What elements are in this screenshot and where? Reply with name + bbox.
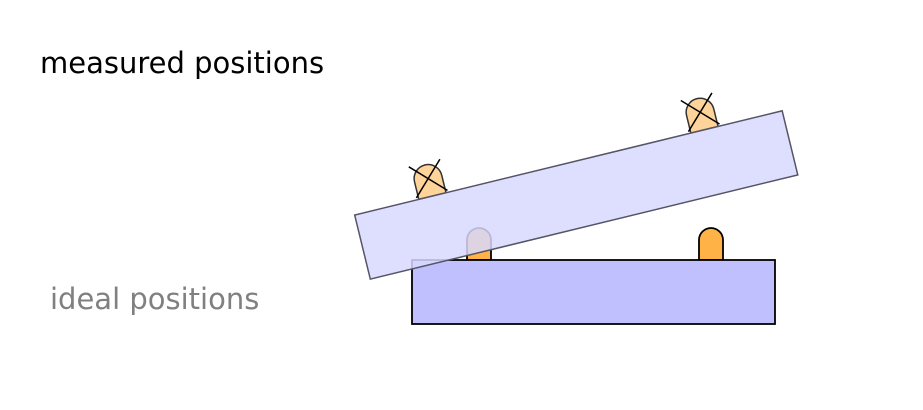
measured-pin-left-cross [415, 158, 441, 199]
ideal-pin-right [698, 227, 724, 261]
measured-pin-right [685, 97, 719, 134]
measured-group [353, 92, 799, 281]
measured-pin-left [413, 163, 447, 201]
ideal-group [411, 227, 776, 325]
measured-positions-label: measured positions [40, 46, 324, 80]
ideal-positions-label: ideal positions [50, 282, 259, 316]
ideal-plate [411, 259, 776, 325]
measured-pin-right-cross [687, 92, 713, 132]
measured-plate [353, 109, 799, 281]
